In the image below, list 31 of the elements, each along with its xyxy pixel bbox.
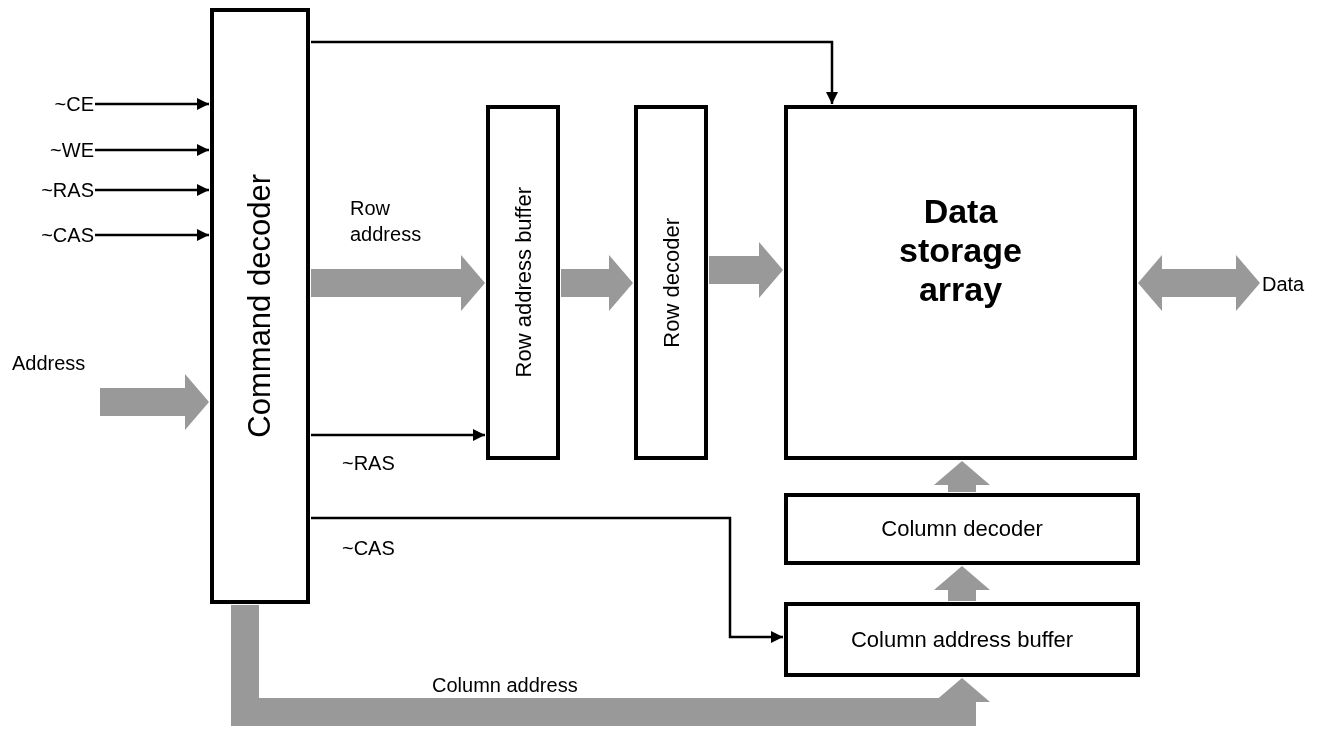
bus-arrow <box>311 255 485 311</box>
block-label: Column decoder <box>880 516 1044 542</box>
signal-name: ~RAS <box>8 176 94 204</box>
signal-arrow <box>95 144 209 156</box>
signal-name: ~WE <box>14 136 94 164</box>
block-box <box>210 8 310 604</box>
block-label: Row address buffer <box>509 187 537 378</box>
block-label: Column address buffer <box>849 626 1075 653</box>
signal-arrow <box>95 184 209 196</box>
signal-name: ~CE <box>14 90 94 118</box>
block-box <box>784 105 1137 460</box>
block-box <box>784 602 1140 677</box>
signal-name: ~CAS <box>8 221 94 249</box>
bus-arrow <box>1138 255 1260 311</box>
signal-arrow <box>311 40 838 104</box>
bus-arrow <box>100 374 209 430</box>
block-box <box>784 493 1140 565</box>
signal-arrow <box>95 98 209 110</box>
bus-arrow <box>934 461 990 492</box>
signal-arrow <box>95 229 209 241</box>
block-box <box>634 105 708 460</box>
block-label: Command decoder <box>240 174 278 438</box>
block-label: Data storage array <box>898 191 1023 310</box>
bus-arrow <box>561 255 633 311</box>
bus-arrow <box>709 242 783 298</box>
block-label: Row decoder <box>657 217 685 348</box>
signal-arrow <box>311 429 485 441</box>
signal-arrow <box>311 516 783 643</box>
block-box <box>486 105 560 460</box>
bus-arrow <box>231 605 990 726</box>
bus-arrow <box>934 566 990 601</box>
